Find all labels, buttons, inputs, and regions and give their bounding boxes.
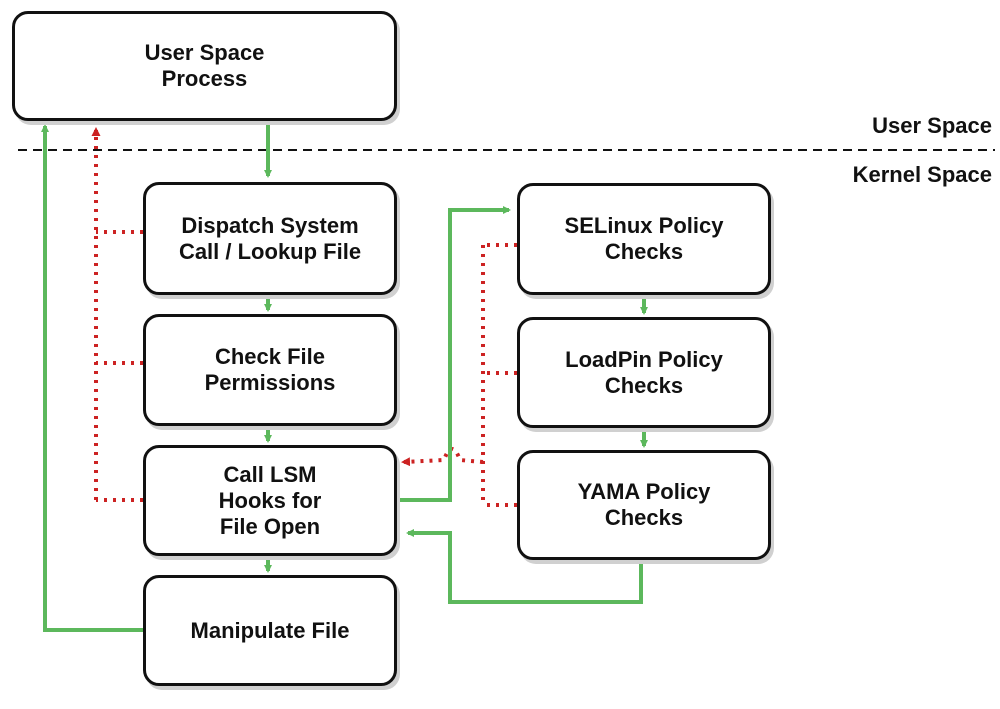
deny-return-paths <box>91 127 143 502</box>
lsm-deny-paths <box>401 243 517 507</box>
arrow-manipulate-to-process <box>41 124 143 632</box>
kernel-space-region-label: Kernel Space <box>852 162 992 187</box>
dispatch-syscall-label: Dispatch System Call / Lookup File <box>178 212 362 264</box>
arrow-lsm-to-selinux <box>400 206 511 502</box>
arrow-yama-to-lsm <box>406 529 643 604</box>
user-space-process-label: User Space Process <box>144 40 265 91</box>
check-permissions-label: Check File Permissions <box>204 344 336 395</box>
deny-return-to-lsm <box>401 447 484 467</box>
selinux-checks-box: SELinux Policy Checks <box>517 183 771 295</box>
loadpin-checks-box: LoadPin Policy Checks <box>517 317 771 428</box>
user-space-process-box: User Space Process <box>12 11 397 121</box>
yama-checks-label: YAMA Policy Checks <box>577 479 711 530</box>
check-permissions-box: Check File Permissions <box>143 314 397 426</box>
call-lsm-hooks-box: Call LSM Hooks for File Open <box>143 445 397 556</box>
dispatch-syscall-box: Dispatch System Call / Lookup File <box>143 182 397 295</box>
yama-checks-box: YAMA Policy Checks <box>517 450 771 560</box>
loadpin-checks-label: LoadPin Policy Checks <box>565 346 723 398</box>
success-paths <box>41 122 648 632</box>
manipulate-file-box: Manipulate File <box>143 575 397 686</box>
manipulate-file-label: Manipulate File <box>190 617 350 643</box>
user-space-region-label: User Space <box>872 113 992 138</box>
selinux-checks-label: SELinux Policy Checks <box>564 213 724 264</box>
call-lsm-hooks-label: Call LSM Hooks for File Open <box>218 461 322 539</box>
